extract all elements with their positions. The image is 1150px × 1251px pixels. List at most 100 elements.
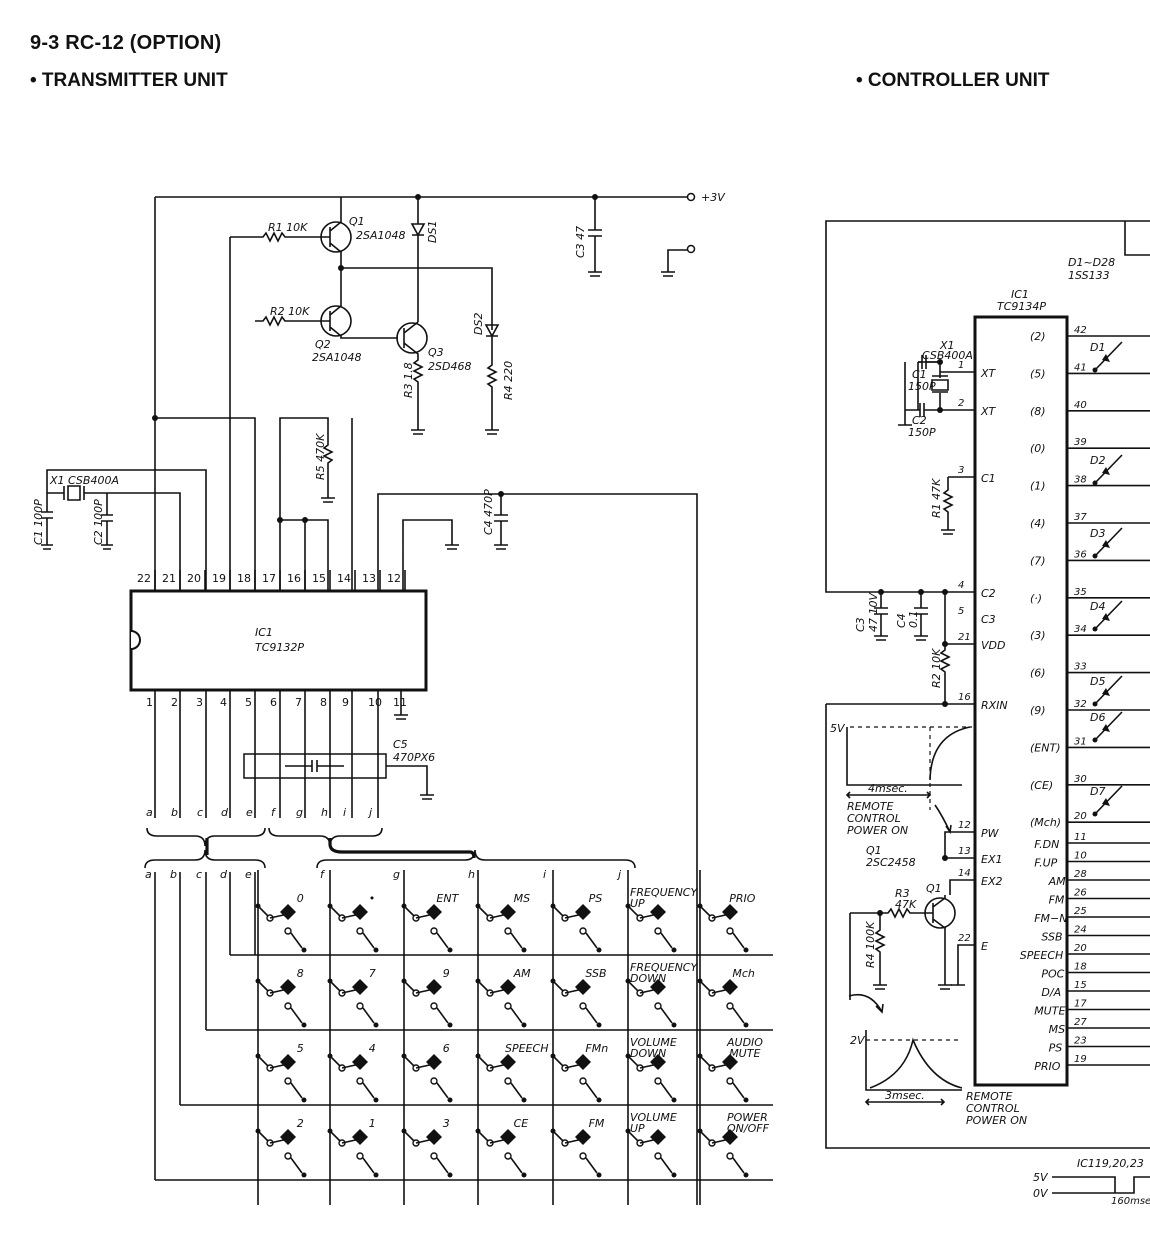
cu-ic1-right-pins-keys: 42(2)41(5)40(8)39(0)38(1)37(4)36(7)35(·)… [1030,325,1150,829]
cu-diode-icon [1102,467,1110,475]
cu-right-pin-name: (CE) [1030,779,1053,792]
key-button-icon [575,1054,591,1070]
key-button-icon [575,979,591,995]
switch-lead [290,932,303,949]
cu-q1-label: Q1 [866,844,882,857]
switch-contact [301,1172,307,1178]
cu-right-out-name: F.DN [1034,838,1059,851]
cu-r4-label: R4 100K [864,921,877,968]
controller-unit-title: • CONTROLLER UNIT [856,70,1050,91]
svg-text:Q1: Q1 [926,882,942,895]
key-switch-0-0: 0 [255,892,307,953]
q2-label: Q2 [315,338,331,351]
switch-contact [447,1097,453,1103]
switch-lead [329,1055,341,1067]
cu-diode-node [1092,553,1098,559]
switch-terminal [284,1002,292,1010]
cu-ic1-body [973,315,1069,1087]
cu-left-pin-name: XT [980,367,997,380]
key-switch-3-0: 2 [255,1117,307,1178]
key-button-icon [650,1054,666,1070]
key-switch-3-2: 3 [401,1117,453,1178]
cu-right-out-pin-17: 17 [1074,999,1087,1010]
switch-terminal [654,1152,662,1160]
switch-lead [732,1157,745,1174]
lower-letter-h: h [468,868,475,881]
key-button-icon [722,1054,738,1070]
cu-right-out-name: FM−N [1034,912,1067,925]
key-switch-0-4: PS [550,892,602,953]
lower-letter-e: e [245,868,252,881]
cu-diode-D1 [1094,341,1123,371]
key-switch-2-1: 4 [327,1042,379,1103]
cu-diode-node [1092,811,1098,817]
key-label: POWER [727,1111,768,1124]
cu-diode-D3 [1094,527,1123,557]
switch-lead [477,1055,489,1067]
waveform-2v: 2V 3msec. [850,1030,963,1106]
switch-contact [743,1172,749,1178]
cu-left-pin-13: 13 [958,846,971,857]
c5-label: C5 [393,738,408,751]
switch-lead [627,980,639,992]
cu-diode-label-D2: D2 [1090,454,1105,467]
key-label: ON/OFF [727,1122,770,1135]
switch-lead [436,932,449,949]
cu-left-pin-22: 22 [958,933,971,944]
switch-contact [743,947,749,953]
cu-right-pin-38: 38 [1074,475,1087,486]
switch-lead [362,932,375,949]
switch-lead [329,1130,341,1142]
cu-bottom-caption-2: CONTROL [966,1102,1020,1115]
bottom-letter-g: g [296,806,303,819]
tx-bottom-pin-9: 9 [342,696,349,709]
key-button-icon [575,904,591,920]
cu-r3-value: 47K [895,898,917,911]
key-button-icon [650,979,666,995]
switch-lead [552,980,564,992]
lower-letter-i: i [543,868,546,881]
cu-diode-D6 [1094,711,1123,741]
key-label: AM [513,967,532,980]
switch-lead [585,1007,598,1024]
switch-terminal [356,927,364,935]
transmitter-schematic: +3V Q1 2SA1048 R1 10K DS2 R4 220 Q2 2SA1… [32,191,773,1205]
switch-lead [699,1055,711,1067]
switch-lead [510,1157,523,1174]
tx-top-pin-17: 17 [262,572,276,585]
lower-letter-d: d [220,868,228,881]
cu-left-pin-name: RXIN [981,699,1008,712]
q3-transistor [396,322,428,354]
svg-text:IC119,20,23: IC119,20,23 [1077,1157,1144,1170]
cu-right-out-pin-25: 25 [1074,906,1087,917]
switch-terminal [726,1152,734,1160]
switch-lead [552,1130,564,1142]
key-button-icon [280,904,296,920]
tx-top-pin-18: 18 [237,572,251,585]
tx-bottom-pin-7: 7 [295,696,302,709]
switch-contact [373,1172,379,1178]
cu-right-pin-41: 41 [1074,362,1087,373]
svg-text:160msec: 160msec [1111,1196,1150,1207]
cu-right-pin-40: 40 [1074,400,1087,411]
c2-label: C2 100P [92,499,105,545]
bottom-letter-f: f [271,806,277,819]
key-button-icon [722,904,738,920]
switch-lead [732,1007,745,1024]
switch-lead [329,980,341,992]
lower-letter-a: a [145,868,152,881]
switch-lead [257,980,269,992]
key-button-icon [500,1129,516,1145]
switch-lead [660,1007,673,1024]
cu-right-out-pin-10: 10 [1074,851,1087,862]
cu-right-pin-39: 39 [1074,437,1087,448]
cu-ic1-right-pins-outputs: 11F.DN10F.UP28AM26FM25FM−N24SSB20SPEECH1… [1020,832,1150,1073]
cu-diode-node [1092,626,1098,632]
cu-right-pin-30: 30 [1074,774,1087,785]
cu-diode-label-D3: D3 [1090,527,1105,540]
cu-right-out-name: PS [1049,1042,1063,1055]
tx-bottom-pin-11: 11 [393,696,407,709]
cu-right-out-pin-24: 24 [1074,925,1087,936]
